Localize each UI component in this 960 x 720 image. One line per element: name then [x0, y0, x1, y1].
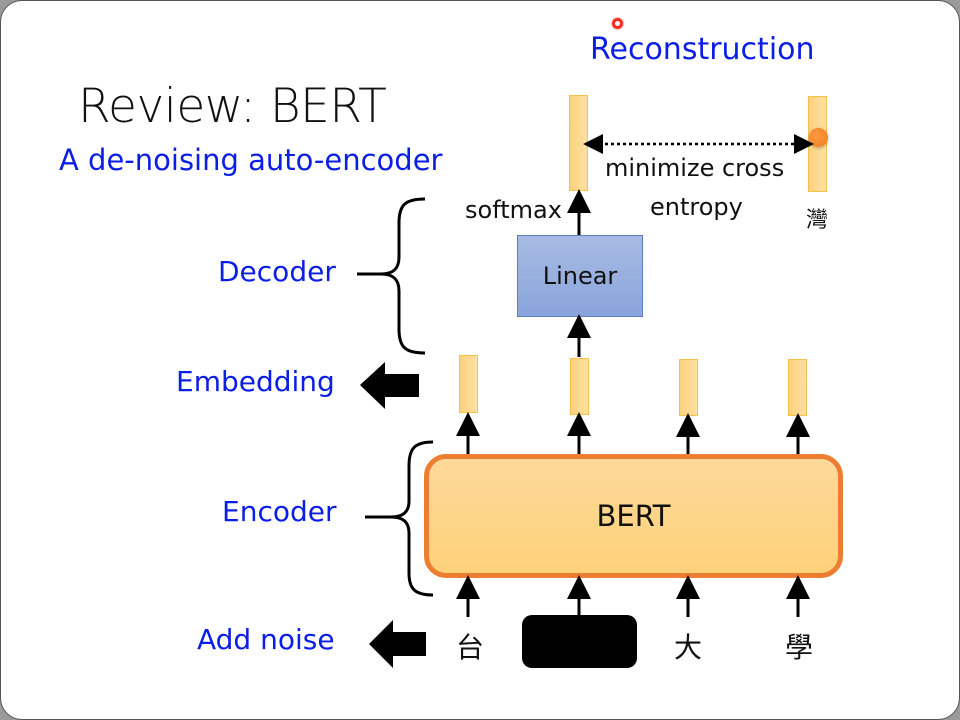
linear-label: Linear [542, 262, 618, 290]
embedding-left-arrow-icon [360, 362, 419, 409]
add-noise-label: Add noise [197, 623, 335, 656]
add-noise-left-arrow-icon [369, 620, 426, 668]
bert-encoder-box: BERT [424, 454, 843, 578]
loss-label-line2: entropy [650, 193, 743, 221]
bert-label: BERT [596, 499, 671, 533]
encoder-label: Encoder [222, 495, 337, 528]
reconstruction-label: Reconstruction [590, 32, 815, 67]
laser-pointer-icon [611, 17, 624, 30]
decoder-brace-icon [357, 197, 426, 355]
encoder-brace-icon [365, 440, 434, 597]
input-token-1: 台 [456, 631, 485, 664]
input-token-4: 學 [785, 631, 814, 664]
softmax-label: softmax [465, 196, 562, 224]
input-token-3: 大 [674, 631, 703, 664]
slide-subtitle: A de-noising auto-encoder [59, 143, 443, 177]
loss-label-line1: minimize cross [605, 154, 785, 182]
target-token: 灣 [806, 208, 829, 233]
decoder-label: Decoder [218, 255, 336, 288]
masked-token-block [522, 615, 637, 668]
embedding-label: Embedding [176, 365, 335, 398]
slide-title: Review: BERT [78, 79, 387, 134]
